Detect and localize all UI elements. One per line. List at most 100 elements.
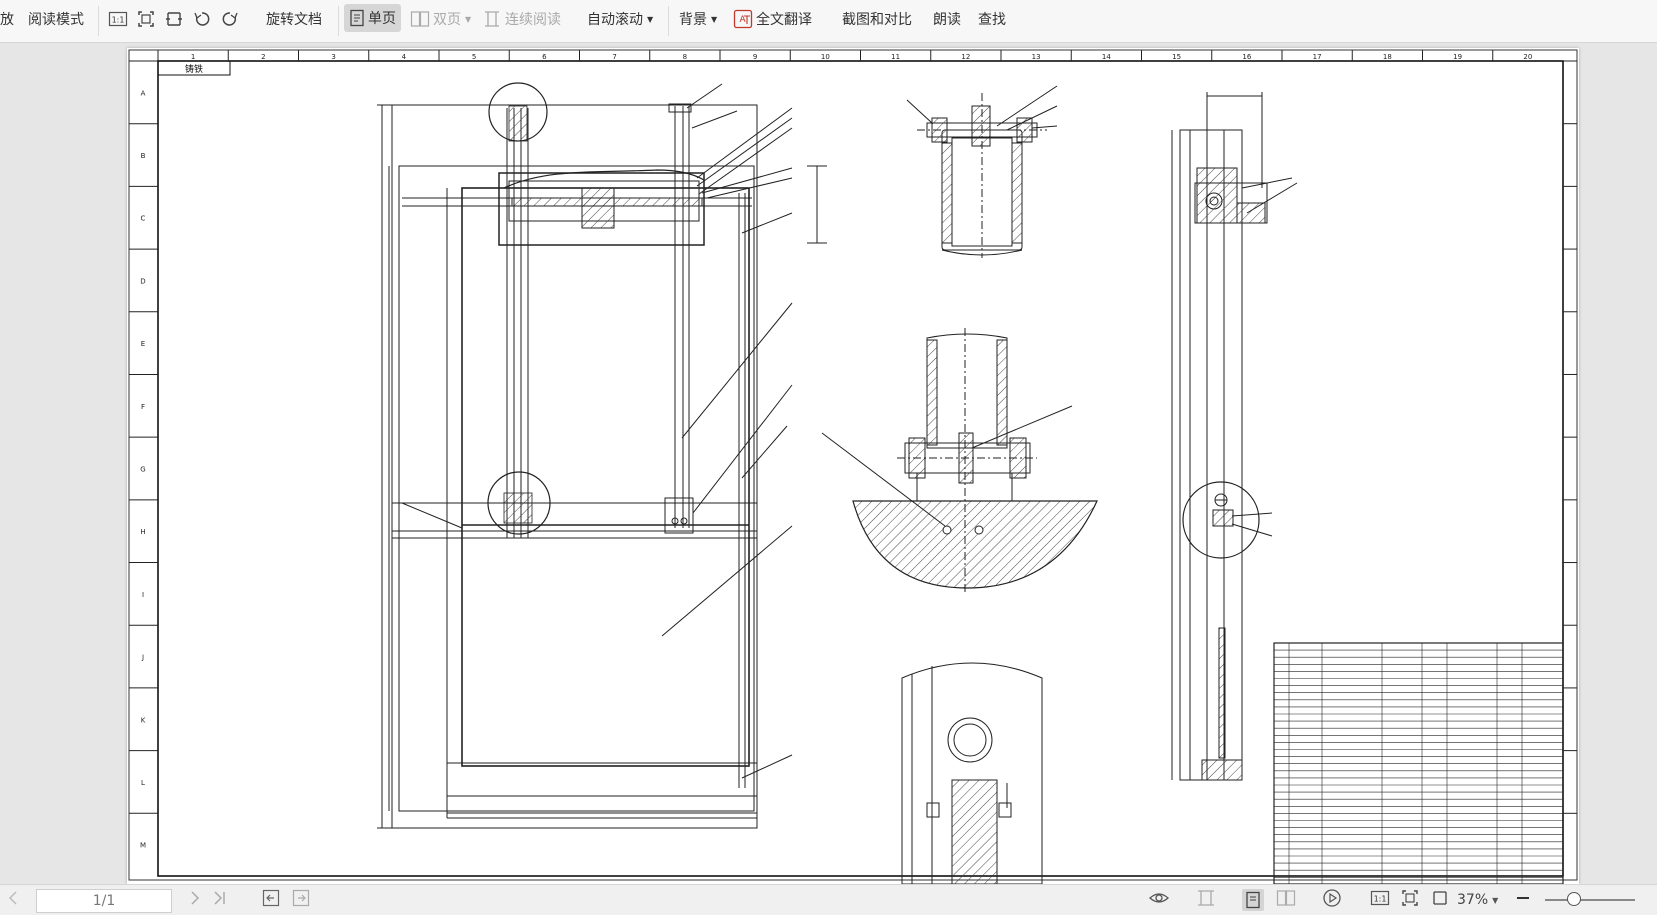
actual-size-status-button[interactable]: 1:1 bbox=[1370, 885, 1390, 915]
title-cell bbox=[157, 60, 231, 76]
rotate-right-icon bbox=[220, 9, 240, 29]
find-label: 查找 bbox=[978, 12, 1006, 28]
zoom-slider-thumb[interactable] bbox=[1567, 892, 1581, 906]
eye-protection-button[interactable] bbox=[1148, 885, 1170, 915]
fit-page-status-button[interactable] bbox=[1400, 885, 1420, 915]
zoom-slider-track[interactable] bbox=[1545, 899, 1635, 901]
double-page-view-icon bbox=[1276, 889, 1296, 911]
rotate-right-button[interactable] bbox=[220, 0, 240, 38]
background-label: 背景 bbox=[679, 12, 707, 28]
double-page-view-button[interactable] bbox=[1276, 885, 1296, 915]
auto-scroll-label: 自动滚动 bbox=[587, 12, 643, 28]
actual-size-status-icon: 1:1 bbox=[1370, 889, 1390, 911]
toolbar-divider bbox=[338, 6, 339, 36]
forward-button[interactable] bbox=[292, 885, 310, 915]
zoom-dropdown[interactable]: 37% ▼ bbox=[1457, 885, 1498, 915]
fit-page-button[interactable] bbox=[136, 0, 156, 38]
frame-row-letter: K bbox=[141, 716, 146, 724]
frame-column-number: 18 bbox=[1383, 53, 1392, 61]
frame-column-number: 2 bbox=[261, 53, 265, 61]
rotate-left-button[interactable] bbox=[192, 0, 212, 38]
rotate-document-button[interactable]: 旋转文档 bbox=[266, 0, 322, 38]
frame-column-number: 12 bbox=[961, 53, 970, 61]
read-aloud-button[interactable]: 朗读 bbox=[933, 0, 961, 38]
fit-width-status-icon bbox=[1430, 888, 1450, 912]
frame-row-letter: M bbox=[140, 842, 146, 850]
auto-scroll-button[interactable]: 自动滚动 ▼ bbox=[587, 0, 653, 38]
frame-column-number: 4 bbox=[402, 53, 407, 61]
frame-column-number: 14 bbox=[1102, 53, 1111, 61]
frame-column-number: 5 bbox=[472, 53, 476, 61]
section-view-middle bbox=[821, 328, 1098, 593]
single-page-icon bbox=[349, 9, 365, 27]
frame-row-letter: L bbox=[141, 779, 145, 787]
frame-row-letter: A bbox=[141, 89, 146, 97]
play-button[interactable] bbox=[1322, 885, 1342, 915]
fit-button[interactable]: 放 bbox=[0, 0, 14, 38]
chevron-down-icon: ▼ bbox=[1492, 895, 1499, 905]
frame-row-letter: D bbox=[140, 277, 145, 285]
frame-column-number: 16 bbox=[1242, 53, 1251, 61]
actual-size-button[interactable]: 1:1 bbox=[108, 0, 128, 38]
actual-size-status-text: 1:1 bbox=[1374, 895, 1387, 904]
title-cell-text: 铸铁 bbox=[185, 63, 203, 75]
frame-column-number: 20 bbox=[1523, 53, 1532, 61]
zoom-out-button[interactable] bbox=[1515, 885, 1531, 915]
double-page-button[interactable]: 双页 ▼ bbox=[410, 0, 471, 38]
parts-list-table bbox=[1273, 642, 1564, 884]
single-page-button[interactable]: 单页 bbox=[344, 4, 401, 32]
background-button[interactable]: 背景 ▼ bbox=[679, 0, 717, 38]
frame-row-letter: H bbox=[140, 528, 145, 536]
chevron-left-icon bbox=[6, 890, 20, 910]
frame-column-number: 13 bbox=[1032, 53, 1041, 61]
screenshot-compare-button[interactable]: 截图和对比 bbox=[842, 0, 912, 38]
chevron-down-icon: ▼ bbox=[465, 14, 472, 24]
prev-page-button[interactable] bbox=[6, 885, 20, 915]
inner-frame bbox=[157, 60, 1564, 877]
read-aloud-label: 朗读 bbox=[933, 12, 961, 28]
single-page-label: 单页 bbox=[368, 11, 396, 27]
chevron-right-icon bbox=[188, 890, 202, 910]
frame-row-letter: F bbox=[141, 403, 145, 411]
svg-text:A: A bbox=[740, 15, 747, 25]
fit-width-button[interactable] bbox=[164, 0, 184, 38]
full-translate-button[interactable]: A 全文翻译 bbox=[733, 0, 812, 38]
frame-column-number: 15 bbox=[1172, 53, 1181, 61]
read-mode-button[interactable]: 阅读模式 bbox=[28, 0, 84, 38]
frame-column-number: 8 bbox=[683, 53, 687, 61]
double-page-label: 双页 bbox=[433, 12, 461, 28]
arrow-forward-icon bbox=[292, 889, 310, 911]
fit-label: 放 bbox=[0, 12, 14, 28]
toolbar-divider bbox=[668, 6, 669, 36]
last-page-button[interactable] bbox=[212, 885, 228, 915]
chevron-down-icon: ▼ bbox=[711, 14, 718, 24]
frame-column-number: 17 bbox=[1313, 53, 1322, 61]
continuous-view-button[interactable] bbox=[1196, 885, 1216, 915]
frame-column-number: 19 bbox=[1453, 53, 1462, 61]
toolbar: 放 阅读模式 1:1 旋转文档 单页 bbox=[0, 0, 1657, 43]
frame-row-letter: E bbox=[141, 340, 145, 348]
rotate-document-label: 旋转文档 bbox=[266, 12, 322, 28]
continuous-read-icon bbox=[482, 9, 502, 29]
main-gate-view bbox=[377, 82, 827, 829]
side-elevation-view bbox=[1171, 92, 1298, 781]
full-translate-label: 全文翻译 bbox=[756, 12, 812, 28]
frame-column-number: 10 bbox=[821, 53, 830, 61]
section-view-top bbox=[906, 85, 1058, 258]
fit-width-status-button[interactable] bbox=[1430, 885, 1450, 915]
frame-row-letter: G bbox=[140, 466, 145, 474]
page-number-input[interactable]: 1/1 bbox=[36, 889, 172, 913]
frame-column-number: 11 bbox=[891, 53, 900, 61]
read-mode-label: 阅读模式 bbox=[28, 12, 84, 28]
back-button[interactable] bbox=[262, 885, 280, 915]
frame-column-number: 1 bbox=[191, 53, 195, 61]
rotate-left-icon bbox=[192, 9, 212, 29]
frame-column-number: 6 bbox=[542, 53, 547, 61]
single-page-view-button[interactable] bbox=[1242, 885, 1264, 915]
zoom-level: 37% bbox=[1457, 892, 1489, 908]
next-page-button[interactable] bbox=[188, 885, 202, 915]
find-button[interactable]: 查找 bbox=[978, 0, 1006, 38]
continuous-read-button[interactable]: 连续阅读 bbox=[482, 0, 561, 38]
